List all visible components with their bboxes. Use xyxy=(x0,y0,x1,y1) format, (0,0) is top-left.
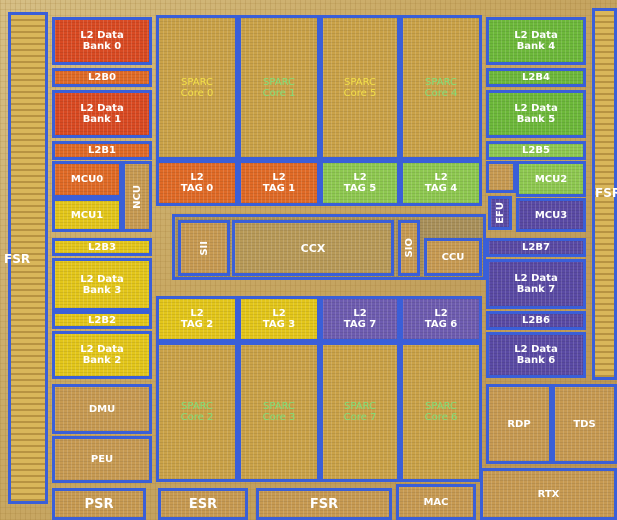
dmu: DMU xyxy=(52,384,152,434)
psr: PSR xyxy=(52,488,146,520)
mcu3: MCU3 xyxy=(516,198,586,232)
sparc-core-0: SPARC Core 0 xyxy=(156,15,238,160)
sii-label: SII xyxy=(198,240,210,256)
l2-data-bank-5: L2 Data Bank 5 xyxy=(486,90,586,138)
fsr-left-label: FSR xyxy=(4,252,31,266)
l2-tag-3: L2 TAG 3 xyxy=(238,296,320,342)
mcu0: MCU0 xyxy=(52,161,122,198)
l2-data-bank-3: L2 Data Bank 3 xyxy=(52,258,152,311)
l2b3: L2B3 xyxy=(52,238,152,256)
peu: PEU xyxy=(52,436,152,483)
sparc-core-2: SPARC Core 2 xyxy=(156,342,238,482)
l2b7: L2B7 xyxy=(486,238,586,257)
rdp: RDP xyxy=(486,384,552,464)
l2-tag-2: L2 TAG 2 xyxy=(156,296,238,342)
l2-tag-4: L2 TAG 4 xyxy=(400,160,482,206)
l2-data-bank-2: L2 Data Bank 2 xyxy=(52,331,152,379)
l2-data-bank-6: L2 Data Bank 6 xyxy=(486,332,586,378)
sparc-core-4: SPARC Core 4 xyxy=(400,15,482,160)
sii: SII xyxy=(178,220,230,276)
mac: MAC xyxy=(396,484,476,520)
rtx: RTX xyxy=(480,468,617,520)
sparc-core-6: SPARC Core 6 xyxy=(400,342,482,482)
sparc-core-5: SPARC Core 5 xyxy=(320,15,400,160)
l2b0: L2B0 xyxy=(52,68,152,87)
l2-data-bank-4: L2 Data Bank 4 xyxy=(486,17,586,65)
ncu-label: NCU xyxy=(131,184,143,209)
sparc-core-1: SPARC Core 1 xyxy=(238,15,320,160)
l2-data-bank-0: L2 Data Bank 0 xyxy=(52,17,152,65)
efu-label: EFU xyxy=(494,202,506,224)
sparc-core-3: SPARC Core 3 xyxy=(238,342,320,482)
ccu: CCU xyxy=(424,238,482,276)
mcu1: MCU1 xyxy=(52,198,122,232)
ncu: NCU xyxy=(122,161,152,232)
l2-tag-7: L2 TAG 7 xyxy=(320,296,400,342)
l2-tag-0: L2 TAG 0 xyxy=(156,160,238,206)
l2b5: L2B5 xyxy=(486,141,586,160)
efu: EFU xyxy=(488,196,512,230)
l2-tag-6: L2 TAG 6 xyxy=(400,296,482,342)
l2b1: L2B1 xyxy=(52,141,152,160)
l2b4: L2B4 xyxy=(486,68,586,87)
sparc-core-7: SPARC Core 7 xyxy=(320,342,400,482)
fsr-right-strip xyxy=(592,8,617,380)
l2-data-bank-1: L2 Data Bank 1 xyxy=(52,90,152,138)
l2-data-bank-7: L2 Data Bank 7 xyxy=(486,259,586,309)
mcu2-spacer xyxy=(486,161,516,193)
tds: TDS xyxy=(552,384,617,464)
ccx: CCX xyxy=(232,220,394,276)
fsr-left-strip xyxy=(8,12,48,504)
l2-tag-1: L2 TAG 1 xyxy=(238,160,320,206)
l2-tag-5: L2 TAG 5 xyxy=(320,160,400,206)
fsr-right-label: FSR xyxy=(595,186,617,200)
sio: SIO xyxy=(398,220,420,276)
esr: ESR xyxy=(158,488,248,520)
sio-label: SIO xyxy=(403,238,415,258)
l2b6: L2B6 xyxy=(486,311,586,330)
l2b2: L2B2 xyxy=(52,311,152,329)
fsr-bottom: FSR xyxy=(256,488,392,520)
mcu2: MCU2 xyxy=(516,161,586,197)
